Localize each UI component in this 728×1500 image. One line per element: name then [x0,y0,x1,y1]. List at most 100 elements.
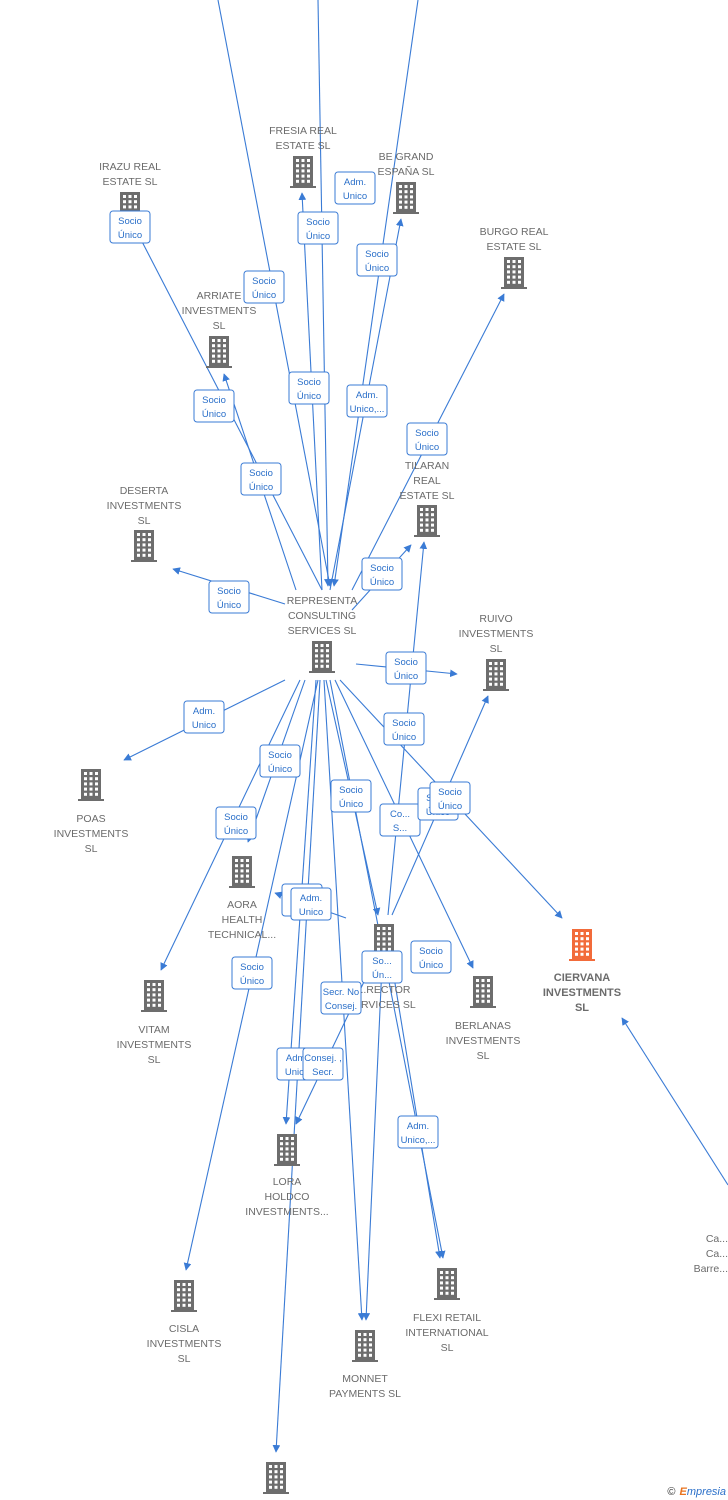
node-label-line: SL [477,1050,490,1062]
node-label-line: ESPAÑA SL [377,165,434,178]
building-icon[interactable] [393,182,419,214]
node-label-line: Ca... [706,1248,728,1260]
building-icon[interactable] [171,1280,197,1312]
building-icon[interactable] [501,257,527,289]
building-icon[interactable] [206,336,232,368]
node-label-line: RUIVO [479,613,512,625]
edge-label-l29[interactable]: Consej. ,Secr. [302,1047,344,1081]
node-lora[interactable]: LORAHOLDCOINVESTMENTS... [245,1134,329,1218]
node-label-line: ARRIATE [197,290,242,302]
building-icon[interactable] [569,929,595,961]
edge-label-text: Socio [240,962,264,973]
edge-label-text: Único [339,799,363,810]
building-icon[interactable] [131,530,157,562]
building-icon[interactable] [483,659,509,691]
edge-label-text: Socio [392,718,416,729]
node-bottom[interactable] [263,1462,289,1494]
edge-repdirector-to-flexi [391,964,443,1259]
building-icon[interactable] [434,1268,460,1300]
building-icon[interactable] [290,156,316,188]
building-icon[interactable] [263,1462,289,1494]
edge-label-l30[interactable]: Adm.Unico,... [397,1115,439,1149]
node-label-line: CISLA [169,1323,199,1335]
building-icon[interactable] [352,1330,378,1362]
building-icon[interactable] [470,976,496,1008]
edge-label-text: Unico,... [350,404,385,415]
edge-label-text: Socio [415,428,439,439]
edge-label-text: Único [306,231,330,242]
footer-watermark: ©Empresia [667,1486,726,1498]
edge-label-text: Socio [370,563,394,574]
node-label-line: BURGO REAL [480,226,549,238]
node-label-line: FLEXI RETAIL [413,1312,481,1324]
edge-label-text: Socio [118,216,142,227]
building-icon[interactable] [78,769,104,801]
node-label-line: SL [575,1002,589,1014]
node-label-line: TECHNICAL... [208,929,276,941]
node-label-line: SL [85,843,98,855]
building-icon[interactable] [141,980,167,1012]
edge-top-to-representa [317,0,332,587]
building-icon[interactable] [309,641,335,673]
edge-label-l23[interactable]: Adm.Unico [290,887,332,921]
building-icon[interactable] [229,856,255,888]
edge-label-text: Único [419,960,443,971]
edge-label-text: Único [394,671,418,682]
node-label-line: BERLANAS [455,1020,511,1032]
edge-label-l14[interactable]: Adm.Unico [183,700,225,734]
node-aora[interactable]: AORAHEALTHTECHNICAL... [208,856,276,941]
edge-label-l4[interactable]: Adm.Unico [334,171,376,205]
edge-label-text: Único [118,230,142,241]
node-person[interactable]: Ca...Ca...Barre... [694,1202,728,1275]
edge-label-text: Unico [299,907,323,918]
edge-repdirector-to-monnet [362,964,383,1321]
edge-label-text: Unico [285,1067,309,1078]
edge-label-l7[interactable]: Adm.Unico,... [346,384,388,418]
edge-label-l19[interactable]: Co...S... [379,803,421,837]
edge-label-text: Socio [306,217,330,228]
node-label-line: FRESIA REAL [269,125,337,137]
edge-label-l26[interactable]: So...Ún... [361,950,403,984]
building-icon[interactable] [414,505,440,537]
node-label-line: CIERVANA [554,972,610,984]
brand-name: mpresia [686,1486,726,1498]
edge-label-text: Único [297,391,321,402]
edge-label-text: Único [240,976,264,987]
node-label-line: INVESTMENTS... [245,1206,328,1218]
building-icon[interactable] [274,1134,300,1166]
